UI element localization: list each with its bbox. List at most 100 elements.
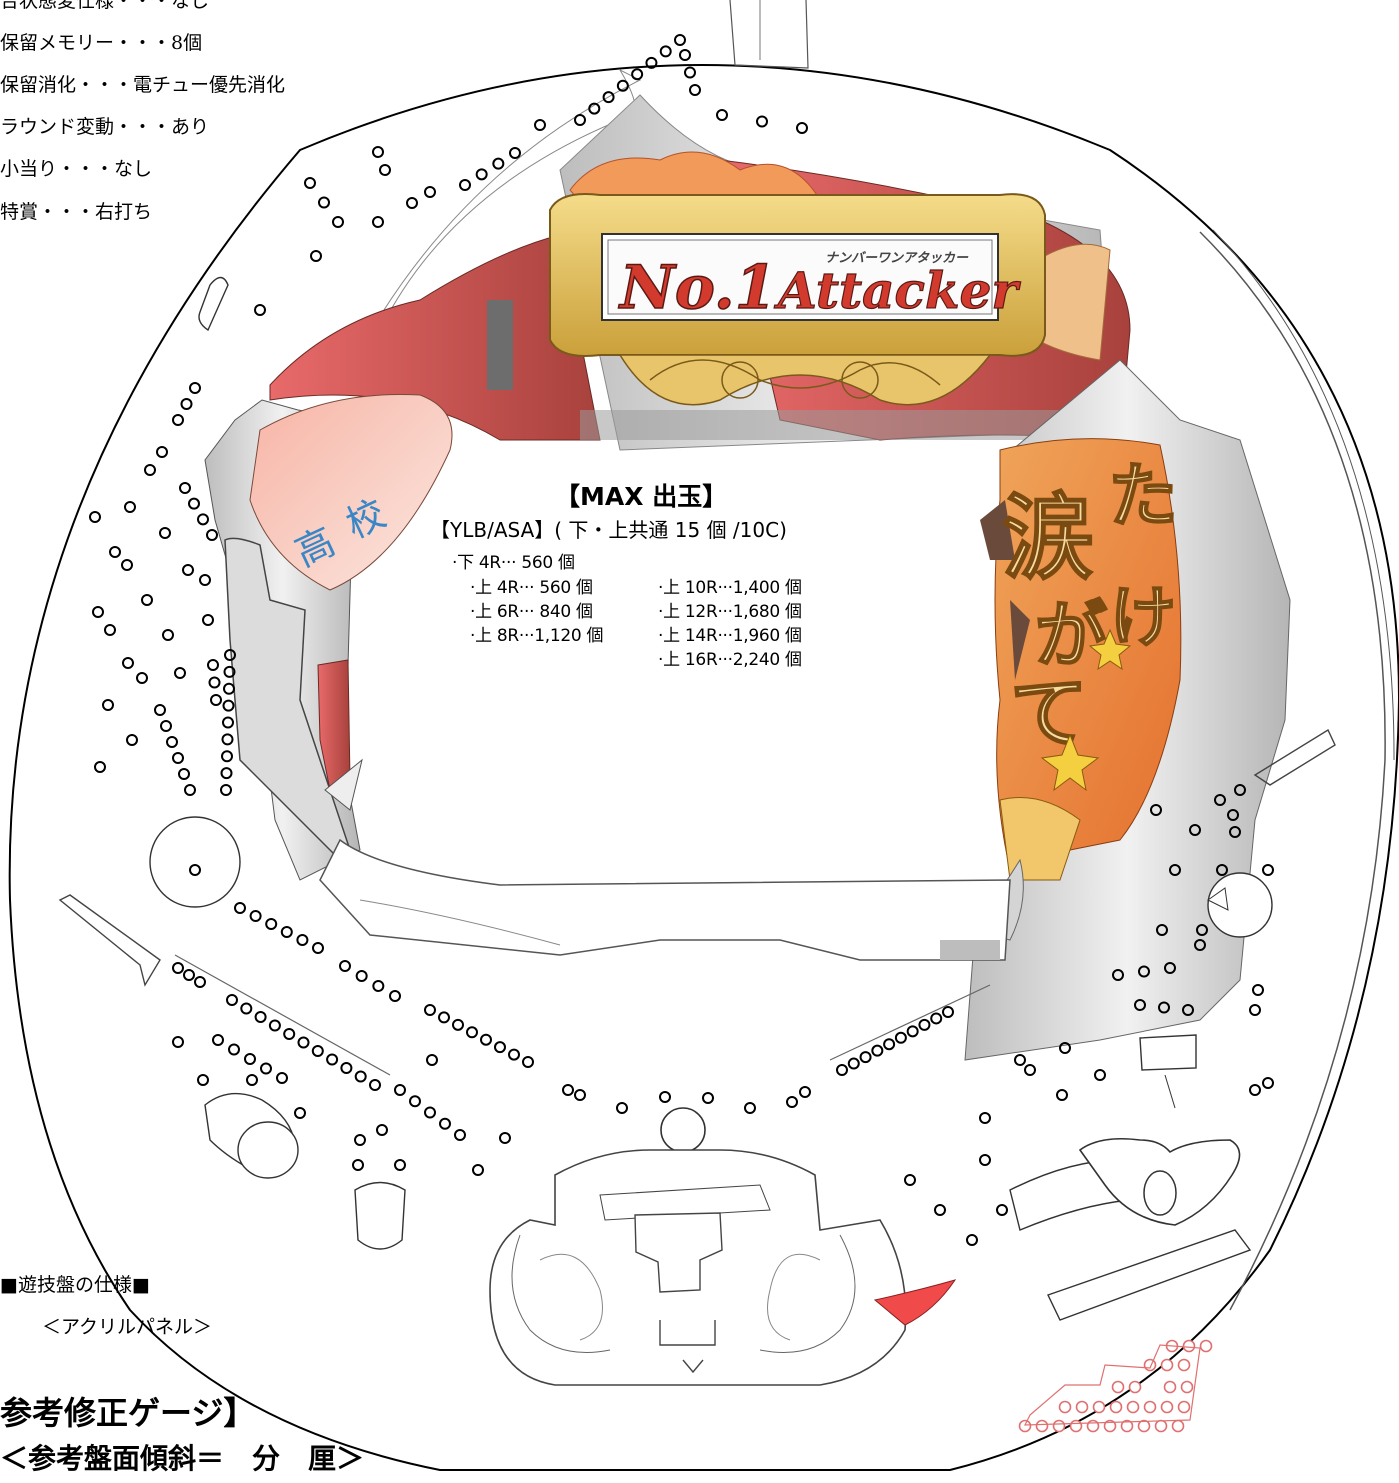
nail [966, 1234, 978, 1246]
right-small-pocket [1139, 1034, 1197, 1071]
max-row-upper-4r: ·上 4R··· 560 個 [470, 578, 593, 598]
warp-entrance [198, 276, 229, 332]
nail [1150, 804, 1162, 816]
nail [172, 414, 184, 426]
nail [1216, 864, 1228, 876]
right-orange-banner [994, 438, 1182, 871]
spec-hold-consume: 保留消化・・・電チュー優先消化 [0, 74, 286, 96]
nail [318, 196, 330, 209]
nail [222, 699, 235, 712]
lower-left-rail [174, 954, 391, 1076]
nail [406, 197, 418, 209]
nail [424, 1106, 436, 1119]
acrylic-panel-label: ＜アクリルパネル＞ [42, 1316, 213, 1338]
nail [522, 1056, 534, 1068]
nail [207, 659, 219, 671]
nail [180, 398, 193, 410]
nail [1234, 784, 1246, 796]
nail [786, 1096, 798, 1108]
max-row-upper-8r: ·上 8R···1,120 個 [470, 626, 604, 646]
nail [102, 699, 114, 711]
nail [918, 1018, 931, 1031]
gauge-dot [1163, 1380, 1177, 1394]
spec-jackpot: 特賞・・・右打ち [0, 201, 153, 223]
nail [1262, 864, 1274, 876]
nail [304, 177, 316, 189]
nail [221, 750, 233, 763]
gauge-dot [1177, 1400, 1191, 1414]
nail [716, 109, 728, 121]
nail [136, 672, 148, 684]
nail [394, 1084, 406, 1096]
nail [172, 1036, 184, 1048]
nail [162, 629, 174, 641]
nail [104, 624, 116, 636]
nail [702, 1092, 714, 1104]
nail [226, 994, 238, 1006]
nail [1262, 1077, 1274, 1089]
nail [847, 1057, 860, 1070]
nail [221, 733, 234, 746]
banner-kana-ke: け [1110, 578, 1176, 656]
nail [588, 102, 601, 115]
nail [1252, 984, 1264, 996]
nail [659, 45, 672, 58]
nail [249, 910, 262, 922]
nail [144, 464, 156, 476]
nail [160, 720, 172, 732]
nail [355, 970, 368, 982]
nail [156, 446, 168, 458]
nail [459, 179, 471, 191]
gauge-dot [1160, 1358, 1174, 1372]
nail [311, 1045, 324, 1057]
nail [930, 1012, 943, 1025]
nail [799, 1086, 811, 1098]
nail [121, 559, 133, 571]
spec-hold-memory: 保留メモリー・・・8個 [0, 32, 203, 54]
board-outline [8, 64, 1399, 1471]
nail [454, 1129, 466, 1141]
nail [492, 157, 505, 170]
max-payout-subtitle: 【YLB/ASA】( 下・上共通 15 個 /10C) [430, 518, 787, 542]
nail [452, 1018, 464, 1031]
nail [894, 1031, 907, 1044]
nail [1189, 824, 1201, 836]
nail [979, 1154, 991, 1166]
nail [183, 969, 195, 981]
nail [494, 1041, 506, 1054]
nail [276, 1072, 288, 1084]
nail [1014, 1054, 1026, 1066]
nail [210, 694, 222, 706]
gauge-dot [1177, 1358, 1191, 1372]
banner-kana-ta: た [1108, 454, 1178, 537]
nail [89, 511, 101, 523]
nail [689, 84, 701, 96]
nail [172, 752, 184, 764]
nail [645, 56, 658, 69]
nail [631, 68, 644, 81]
nail [172, 962, 184, 974]
nail [224, 649, 236, 661]
gauge-dot [1086, 1419, 1100, 1433]
gauge-dot [1111, 1380, 1125, 1394]
gauge-dot [1075, 1400, 1089, 1414]
nail [996, 1204, 1008, 1216]
nail [141, 594, 153, 606]
nail [246, 1074, 258, 1086]
nail [744, 1102, 756, 1114]
nail [234, 902, 246, 914]
nail [296, 934, 309, 946]
nail [283, 1028, 296, 1040]
gauge-dot [1143, 1358, 1157, 1372]
gauge-dot [1120, 1419, 1134, 1433]
nail [616, 79, 629, 92]
nail-field [89, 34, 1274, 1246]
nail [154, 704, 166, 716]
nail [223, 665, 236, 678]
nail [796, 122, 808, 134]
nail [280, 926, 293, 938]
nail [684, 66, 696, 79]
max-row-upper-12r: ·上 12R···1,680 個 [658, 602, 802, 622]
nail [94, 761, 106, 773]
nail [109, 546, 121, 558]
